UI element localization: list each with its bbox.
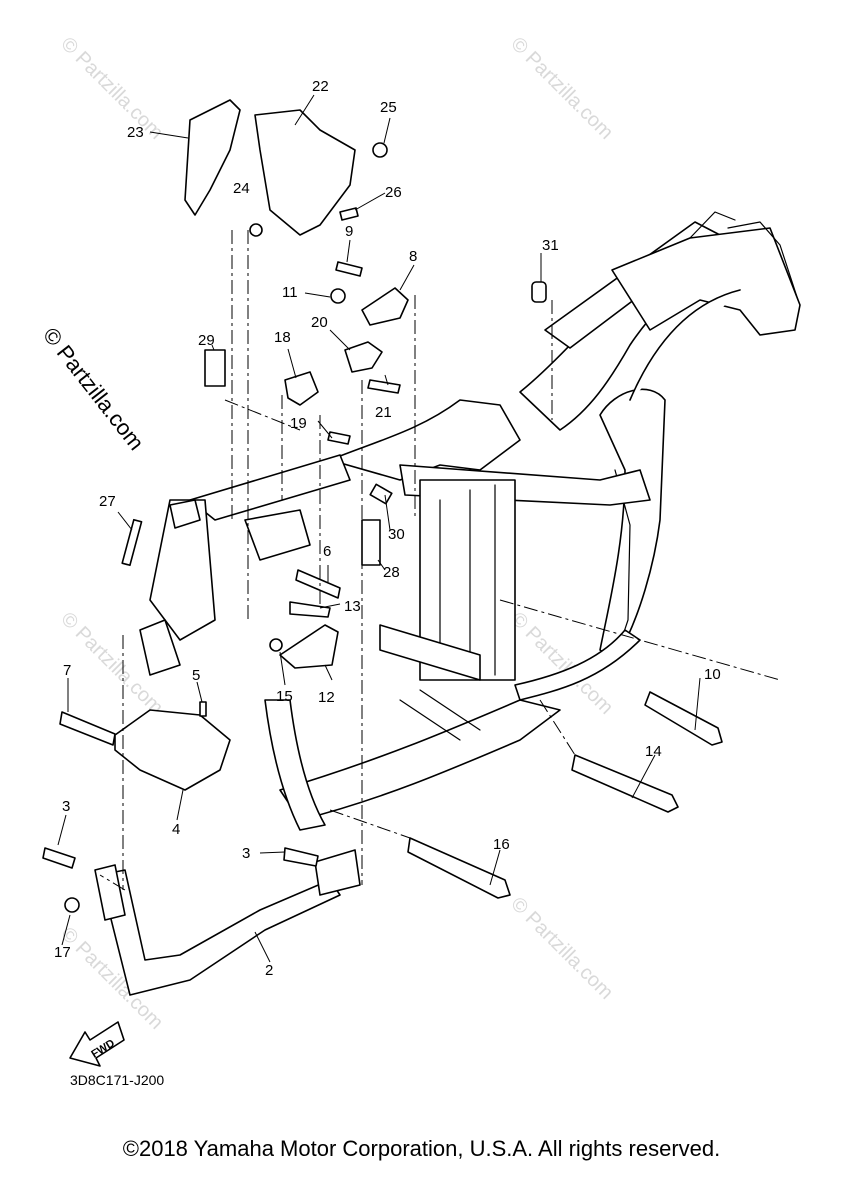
callout: 3 [62, 798, 70, 815]
callout: 3 [242, 845, 250, 862]
callouts: 2 3 3 4 5 6 7 8 9 10 11 12 13 14 15 16 1… [54, 78, 721, 979]
callout: 7 [63, 662, 71, 679]
callout: 10 [704, 666, 721, 683]
callout: 17 [54, 944, 71, 961]
callout: 23 [127, 124, 144, 141]
callout: 2 [265, 962, 273, 979]
part-30-pad [369, 483, 393, 505]
callout: 12 [318, 689, 335, 706]
bolts [42, 142, 723, 913]
callout: 19 [290, 415, 307, 432]
part-8-plate [361, 287, 409, 326]
callout: 5 [192, 667, 200, 684]
watermark: © Partzilla.com [506, 893, 617, 1004]
callout: 24 [233, 180, 250, 197]
callout: 15 [276, 688, 293, 705]
part-5-pin [199, 701, 207, 717]
part-4-bracket [114, 709, 231, 791]
watermark: © Partzilla.com [506, 33, 617, 144]
callout: 20 [311, 314, 328, 331]
main-frame [149, 399, 651, 831]
part-29-pad [204, 349, 226, 387]
copyright-notice: ©2018 Yamaha Motor Corporation, U.S.A. A… [122, 1136, 721, 1161]
callout: 28 [383, 564, 400, 581]
callout: 25 [380, 99, 397, 116]
callout: 18 [274, 329, 291, 346]
rear-frame [519, 211, 801, 661]
watermark: © Partzilla.com [56, 33, 167, 144]
part-12-bracket [279, 624, 339, 669]
callout: 13 [344, 598, 361, 615]
callout: 14 [645, 743, 662, 760]
leader-lines [57, 94, 701, 963]
callout: 22 [312, 78, 329, 95]
part-20-clamp [344, 341, 383, 373]
callout: 21 [375, 404, 392, 421]
part-28-pad [361, 519, 381, 566]
callout: 8 [409, 248, 417, 265]
watermark-dark: © Partzilla.com [38, 323, 149, 455]
callout: 27 [99, 493, 116, 510]
steering-head [139, 499, 201, 676]
callout: 4 [172, 821, 180, 838]
callout: 9 [345, 223, 353, 240]
reference-code: 3D8C171-J200 [70, 1072, 165, 1088]
callout: 30 [388, 526, 405, 543]
part-23-cover [184, 99, 241, 216]
fwd-arrow-icon: FWD [69, 1021, 125, 1067]
callout: 29 [198, 332, 215, 349]
front-down-tube [94, 849, 361, 996]
part-22-cover [254, 109, 356, 236]
assembly-lines [99, 230, 781, 891]
callout: 6 [323, 543, 331, 560]
callout: 31 [542, 237, 559, 254]
callout: 11 [282, 284, 298, 301]
part-27-strip [121, 518, 143, 567]
callout: 16 [493, 836, 510, 853]
part-31-collar [531, 281, 547, 303]
callout: 26 [385, 184, 402, 201]
part-18-clamp [284, 371, 319, 406]
